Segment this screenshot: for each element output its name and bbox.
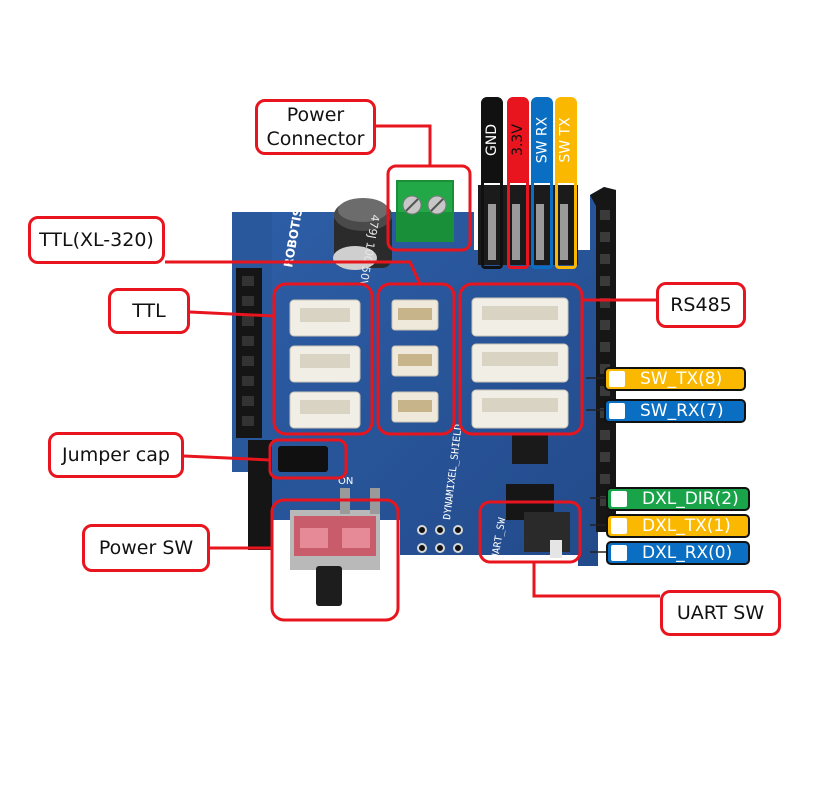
pin-label-sw-rx: SW_RX(7) bbox=[604, 399, 746, 423]
board-on: ON bbox=[338, 476, 353, 487]
callout-jumper-cap: Jumper cap bbox=[48, 432, 184, 478]
line-ttl-xl320 bbox=[165, 260, 422, 285]
pin-label-sw-tx: SW_TX(8) bbox=[604, 367, 746, 391]
callout-power-sw: Power SW bbox=[82, 524, 210, 572]
line-uart-sw bbox=[532, 562, 660, 598]
line-ttl bbox=[189, 310, 275, 318]
left-header-lower bbox=[248, 440, 272, 550]
header-label-gnd: GND bbox=[481, 97, 503, 183]
line-power-connector bbox=[376, 124, 432, 166]
pin-label-dxl-tx: DXL_TX(1) bbox=[606, 514, 750, 538]
header-label-sw-tx: SW TX bbox=[555, 97, 577, 183]
via-holes bbox=[417, 525, 463, 553]
ic-chip-1 bbox=[512, 434, 548, 464]
callout-uart-sw: UART SW bbox=[660, 590, 781, 636]
callout-ttl-xl320: TTL(XL-320) bbox=[28, 216, 165, 264]
power-switch-lever bbox=[316, 566, 342, 606]
highlight-xl320 bbox=[376, 282, 456, 436]
uart-switch-lever bbox=[550, 540, 562, 558]
pin-label-dxl-dir: DXL_DIR(2) bbox=[606, 487, 750, 511]
left-header-pins bbox=[242, 276, 254, 426]
capacitor bbox=[333, 198, 392, 270]
uart-switch-body bbox=[524, 512, 570, 552]
pin-label-dxl-rx: DXL_RX(0) bbox=[606, 541, 750, 565]
highlight-power-sw bbox=[270, 498, 400, 622]
right-header bbox=[590, 187, 616, 532]
left-header bbox=[236, 268, 262, 438]
callout-rs485: RS485 bbox=[656, 282, 746, 328]
jumper-cap-part bbox=[278, 446, 328, 472]
line-jumper-cap bbox=[183, 454, 271, 462]
callout-ttl: TTL bbox=[108, 288, 190, 334]
header-label-3v3: 3.3V bbox=[507, 97, 529, 183]
highlight-uart-sw bbox=[478, 500, 582, 564]
highlight-rs485 bbox=[458, 282, 584, 436]
callout-power-connector: Power Connector bbox=[255, 99, 376, 155]
highlight-ttl bbox=[272, 282, 374, 436]
header-label-sw-rx: SW RX bbox=[531, 97, 553, 183]
uart-header-pins bbox=[488, 204, 568, 260]
